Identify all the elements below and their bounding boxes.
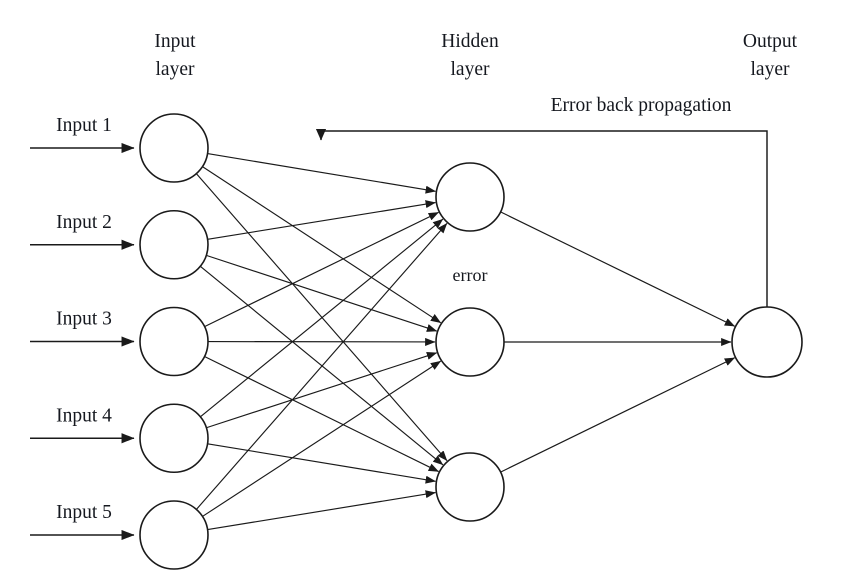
input-arrows: Input 1 Input 2 Input 3 Input 4 Input 5	[30, 115, 135, 541]
input-layer-title-line1: Input	[154, 31, 196, 52]
edge-input5-hidden3	[207, 490, 436, 531]
input-node-4	[139, 403, 209, 474]
hidden-layer-title-line2: layer	[451, 59, 490, 80]
input-label-1: Input 1	[56, 115, 112, 136]
connection-edges	[195, 152, 736, 531]
edge-input2-hidden2	[206, 254, 438, 332]
edge-input4-hidden3	[207, 443, 436, 484]
edge-input5-hidden1	[195, 222, 448, 510]
edge-hidden1-output	[500, 211, 736, 327]
input-node-5	[139, 500, 209, 570]
input-label-2: Input 2	[56, 212, 112, 233]
edge-input1-hidden2	[202, 166, 442, 324]
edge-hidden3-output	[500, 357, 736, 473]
edge-input4-hidden1	[199, 218, 444, 418]
error-label: error	[453, 265, 488, 285]
input-node-1	[139, 113, 209, 183]
input-label-3: Input 3	[56, 309, 112, 330]
input-label-4: Input 4	[56, 405, 112, 426]
output-node-1	[731, 306, 803, 378]
edge-input3-hidden3	[204, 355, 440, 473]
edge-input1-hidden3	[195, 173, 448, 462]
backprop-label: Error back propagation	[551, 95, 732, 116]
layer-titles: Input layer Hidden layer Output layer	[154, 31, 797, 80]
edge-input5-hidden2	[202, 360, 442, 517]
network-nodes	[139, 113, 803, 570]
edge-input2-hidden3	[199, 265, 444, 466]
input-label-5: Input 5	[56, 502, 112, 523]
edge-input4-hidden2	[206, 352, 438, 429]
input-node-2	[139, 209, 209, 280]
backprop-arrow	[315, 128, 768, 307]
edge-input2-hidden1	[207, 200, 436, 240]
input-node-3	[139, 306, 209, 377]
input-layer-title-line2: layer	[156, 59, 195, 80]
output-layer-title-line2: layer	[751, 59, 790, 80]
hidden-layer-title-line1: Hidden	[441, 31, 499, 52]
output-layer-title-line1: Output	[743, 31, 798, 52]
hidden-node-1	[435, 162, 505, 232]
edge-input1-hidden1	[207, 152, 436, 194]
hidden-node-2	[435, 307, 505, 377]
hidden-node-3	[435, 452, 505, 522]
edge-input3-hidden1	[204, 211, 439, 328]
